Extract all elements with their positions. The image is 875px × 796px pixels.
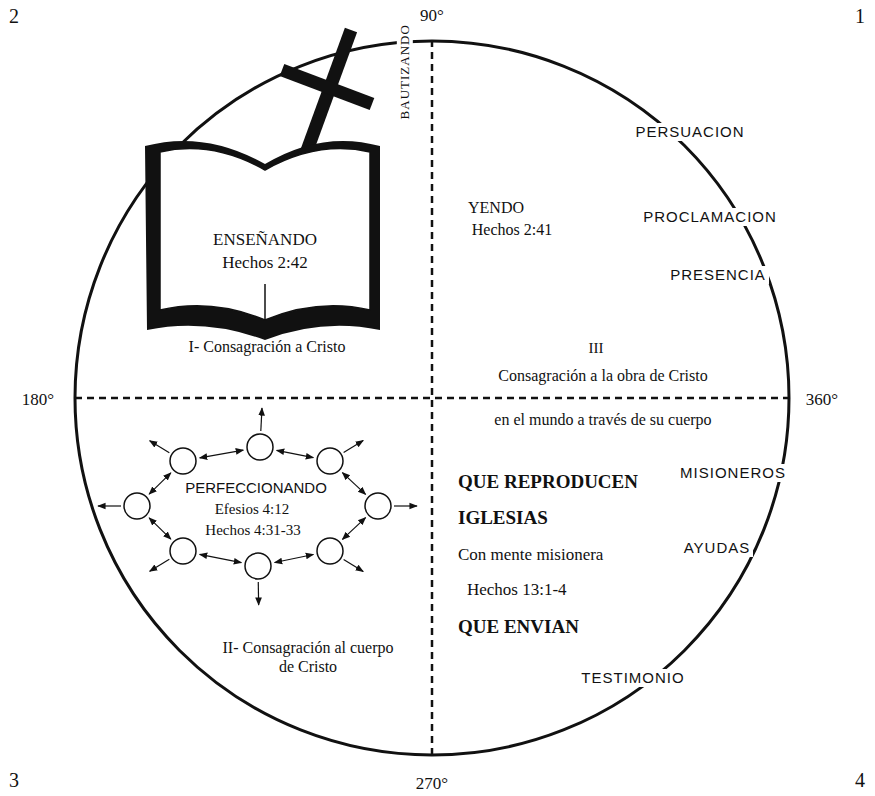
double-arrow (275, 554, 314, 562)
outward-arrow (150, 441, 170, 453)
label-text: ENSEÑANDO (213, 230, 317, 250)
label-text: MISIONEROS (677, 464, 789, 482)
cross-bar (282, 70, 372, 104)
dashed-axis (431, 40, 434, 756)
label-text: 270° (416, 774, 448, 794)
label-text: PERSUACION (632, 123, 747, 141)
outer-circle (75, 41, 789, 755)
member-circle (247, 434, 273, 460)
dashed-axis (75, 397, 789, 400)
label-text: 1 (855, 4, 865, 28)
label-text: QUE REPRODUCEN (458, 471, 638, 494)
label-text: PERFECCIONANDO (185, 479, 327, 497)
label-text: I- Consagración a Cristo (189, 337, 346, 356)
outward-arrow (258, 582, 260, 605)
outward-arrow (98, 505, 121, 506)
double-arrow (200, 554, 242, 562)
member-circle (317, 538, 343, 564)
label-text: Hechos 2:41 (472, 220, 552, 239)
label-text: III (589, 339, 604, 357)
label-text: Consagración a la obra de Cristo (498, 366, 707, 385)
label-text: TESTIMONIO (578, 669, 687, 687)
label-text: Efesios 4:12 (215, 500, 290, 518)
outward-arrow (394, 505, 417, 506)
label-text: Hechos 2:42 (222, 253, 307, 273)
label-text: 360° (806, 390, 838, 410)
label-text: en el mundo a través de su cuerpo (494, 410, 711, 429)
member-circle (124, 493, 150, 519)
label-text: 2 (9, 4, 19, 28)
label-text: Con mente misionera (458, 545, 603, 565)
label-text: Hechos 13:1-4 (467, 580, 567, 600)
double-arrow (149, 473, 171, 494)
outward-arrow (344, 441, 364, 453)
double-arrow (200, 450, 244, 458)
label-text: BAUTIZANDO (397, 21, 413, 122)
member-circle (245, 553, 271, 579)
member-circle (170, 448, 196, 474)
book-spine (264, 284, 266, 320)
label-text: PROCLAMACION (640, 208, 780, 226)
member-circle (170, 538, 196, 564)
label-text: 3 (9, 768, 19, 792)
label-text: 90° (420, 6, 444, 26)
label-text: PRESENCIA (667, 266, 769, 284)
label-text: 180° (22, 390, 54, 410)
outward-arrow (344, 559, 364, 571)
outward-arrow (261, 408, 262, 431)
label-text: QUE ENVIAN (458, 616, 579, 639)
label-text: AYUDAS (681, 539, 754, 557)
double-arrow (342, 473, 365, 495)
double-arrow (342, 518, 365, 540)
outward-arrow (150, 559, 170, 571)
label-text: 4 (855, 768, 865, 792)
label-text: Hechos 4:31-33 (205, 521, 300, 539)
label-text: II- Consagración al cuerpo de Cristo (213, 638, 403, 676)
label-text: YENDO (468, 198, 524, 217)
book-cover (145, 141, 380, 340)
member-circle (317, 448, 343, 474)
double-arrow (149, 518, 171, 539)
book-pages (160, 149, 370, 320)
double-arrow (277, 450, 314, 457)
label-text: IGLESIAS (458, 507, 548, 530)
member-circle (365, 493, 391, 519)
ring-group (98, 408, 417, 605)
